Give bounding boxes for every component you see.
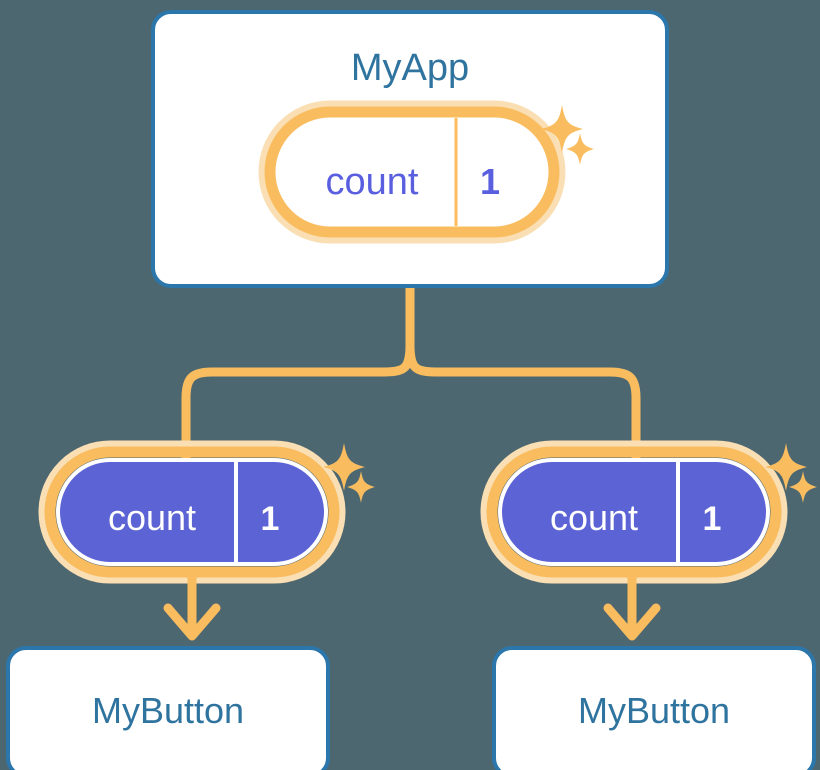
right-pill-key: count: [550, 497, 638, 538]
arrow-down-head-icon: [603, 603, 661, 641]
root-pill-value: 1: [480, 161, 500, 202]
right-state-pill[interactable]: count 1: [480, 440, 788, 584]
root-pill-halo: [258, 100, 566, 244]
left-state-pill[interactable]: count 1: [38, 440, 346, 584]
left-leaf-card[interactable]: MyButton: [6, 646, 330, 770]
left-pill-outline: [44, 446, 340, 578]
left-pill-value: 1: [261, 500, 280, 538]
sparkle-icon: [323, 443, 365, 491]
left-pill-key: count: [108, 497, 196, 538]
right-pill-fill: [498, 458, 770, 566]
right-pill-outline: [486, 446, 782, 578]
right-pill-value: 1: [703, 500, 722, 538]
root-state-pill[interactable]: count 1: [258, 100, 566, 244]
root-pill-key: count: [326, 161, 419, 203]
page-title: MyApp: [351, 47, 469, 89]
branch-connector-icon: [181, 286, 641, 467]
right-leaf-surface: [492, 646, 816, 770]
sparkle-small-icon: [347, 471, 375, 503]
right-leaf-title: MyButton: [578, 690, 730, 731]
sparkle-icon: [541, 105, 583, 153]
root-pill-outline: [264, 106, 560, 238]
left-arrow-down: [163, 576, 221, 641]
right-arrow-down: [603, 576, 661, 641]
left-leaf-surface: [6, 646, 330, 770]
sparkle-icon: [765, 443, 807, 491]
root-sparkles: [541, 105, 594, 165]
sparkle-small-icon: [566, 133, 594, 165]
left-leaf-title: MyButton: [92, 690, 244, 731]
sparkle-small-icon: [789, 471, 817, 503]
left-sparkles: [323, 443, 375, 503]
arrow-down-head-icon: [163, 603, 221, 641]
left-pill-fill: [56, 458, 328, 566]
right-sparkles: [765, 443, 817, 503]
right-leaf-card[interactable]: MyButton: [492, 646, 816, 770]
